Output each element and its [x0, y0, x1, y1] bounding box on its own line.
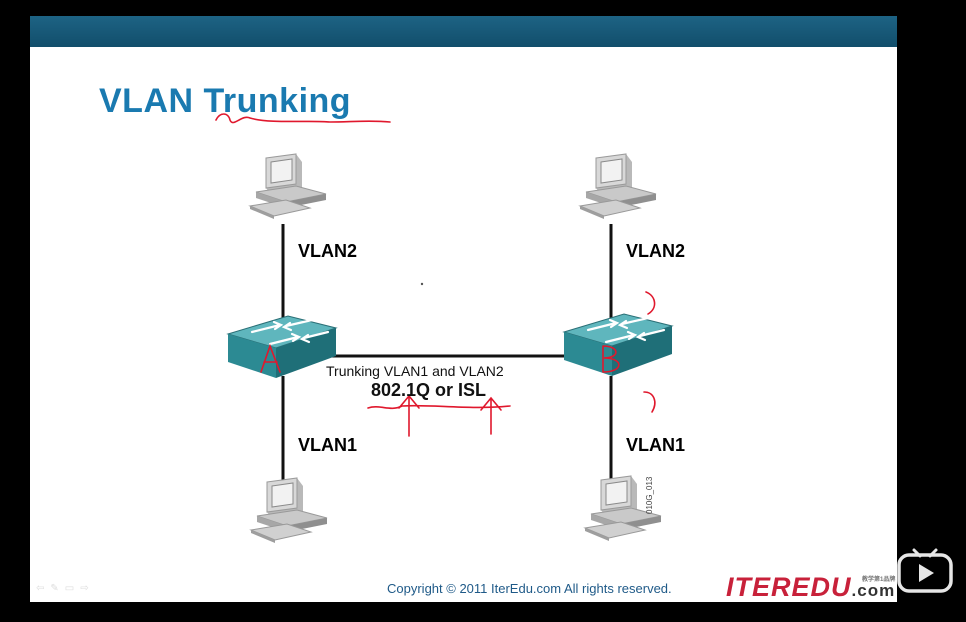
right-bottom-vlan-label: VLAN1 [626, 435, 685, 455]
copyright-text: Copyright © 2011 IterEdu.com All rights … [387, 581, 672, 596]
network-diagram: VLAN2 VLAN1 VLAN2 VLAN1 [215, 113, 685, 544]
slide: VLAN Trunking [30, 16, 897, 602]
slide-header-bar [30, 16, 897, 47]
protocol-underline [367, 404, 511, 410]
letter-a-mark [260, 343, 281, 373]
title-underline-squiggle [215, 113, 391, 124]
logo-main: ITEREDU [726, 572, 852, 602]
arrow-up-1 [398, 394, 420, 437]
switch-a-icon [226, 314, 338, 380]
arrow-up-2 [480, 396, 502, 435]
nav-next-icon[interactable]: ⇨ [80, 583, 95, 594]
trunk-label: Trunking VLAN1 and VLAN2 [326, 363, 504, 379]
letter-b-mark [602, 345, 620, 373]
left-top-vlan-label: VLAN2 [298, 241, 357, 261]
iteredu-logo: ITEREDU.com 教学第1品牌 [726, 572, 895, 602]
pc-left-top-icon [249, 153, 327, 220]
menu-icon[interactable]: ▭ [64, 583, 81, 594]
pc-right-top-icon [579, 153, 657, 220]
bracket-mark-bottom [643, 391, 656, 413]
figure-id: 010G_013 [645, 476, 654, 514]
right-top-vlan-label: VLAN2 [626, 241, 685, 261]
bracket-mark-top [645, 291, 656, 315]
pen-icon[interactable]: ✎ [50, 583, 65, 594]
left-bottom-vlan-label: VLAN1 [298, 435, 357, 455]
logo-tagline: 教学第1品牌 [862, 577, 896, 583]
slide-nav-controls[interactable]: ⇦✎▭⇨ [36, 583, 95, 594]
logo-suffix: .com [851, 581, 896, 600]
pc-left-bottom-icon [250, 477, 328, 544]
handwritten-annotations [215, 113, 656, 437]
protocol-label: 802.1Q or ISL [371, 380, 487, 400]
video-player-icon[interactable] [896, 546, 954, 594]
nav-prev-icon[interactable]: ⇦ [36, 583, 51, 594]
